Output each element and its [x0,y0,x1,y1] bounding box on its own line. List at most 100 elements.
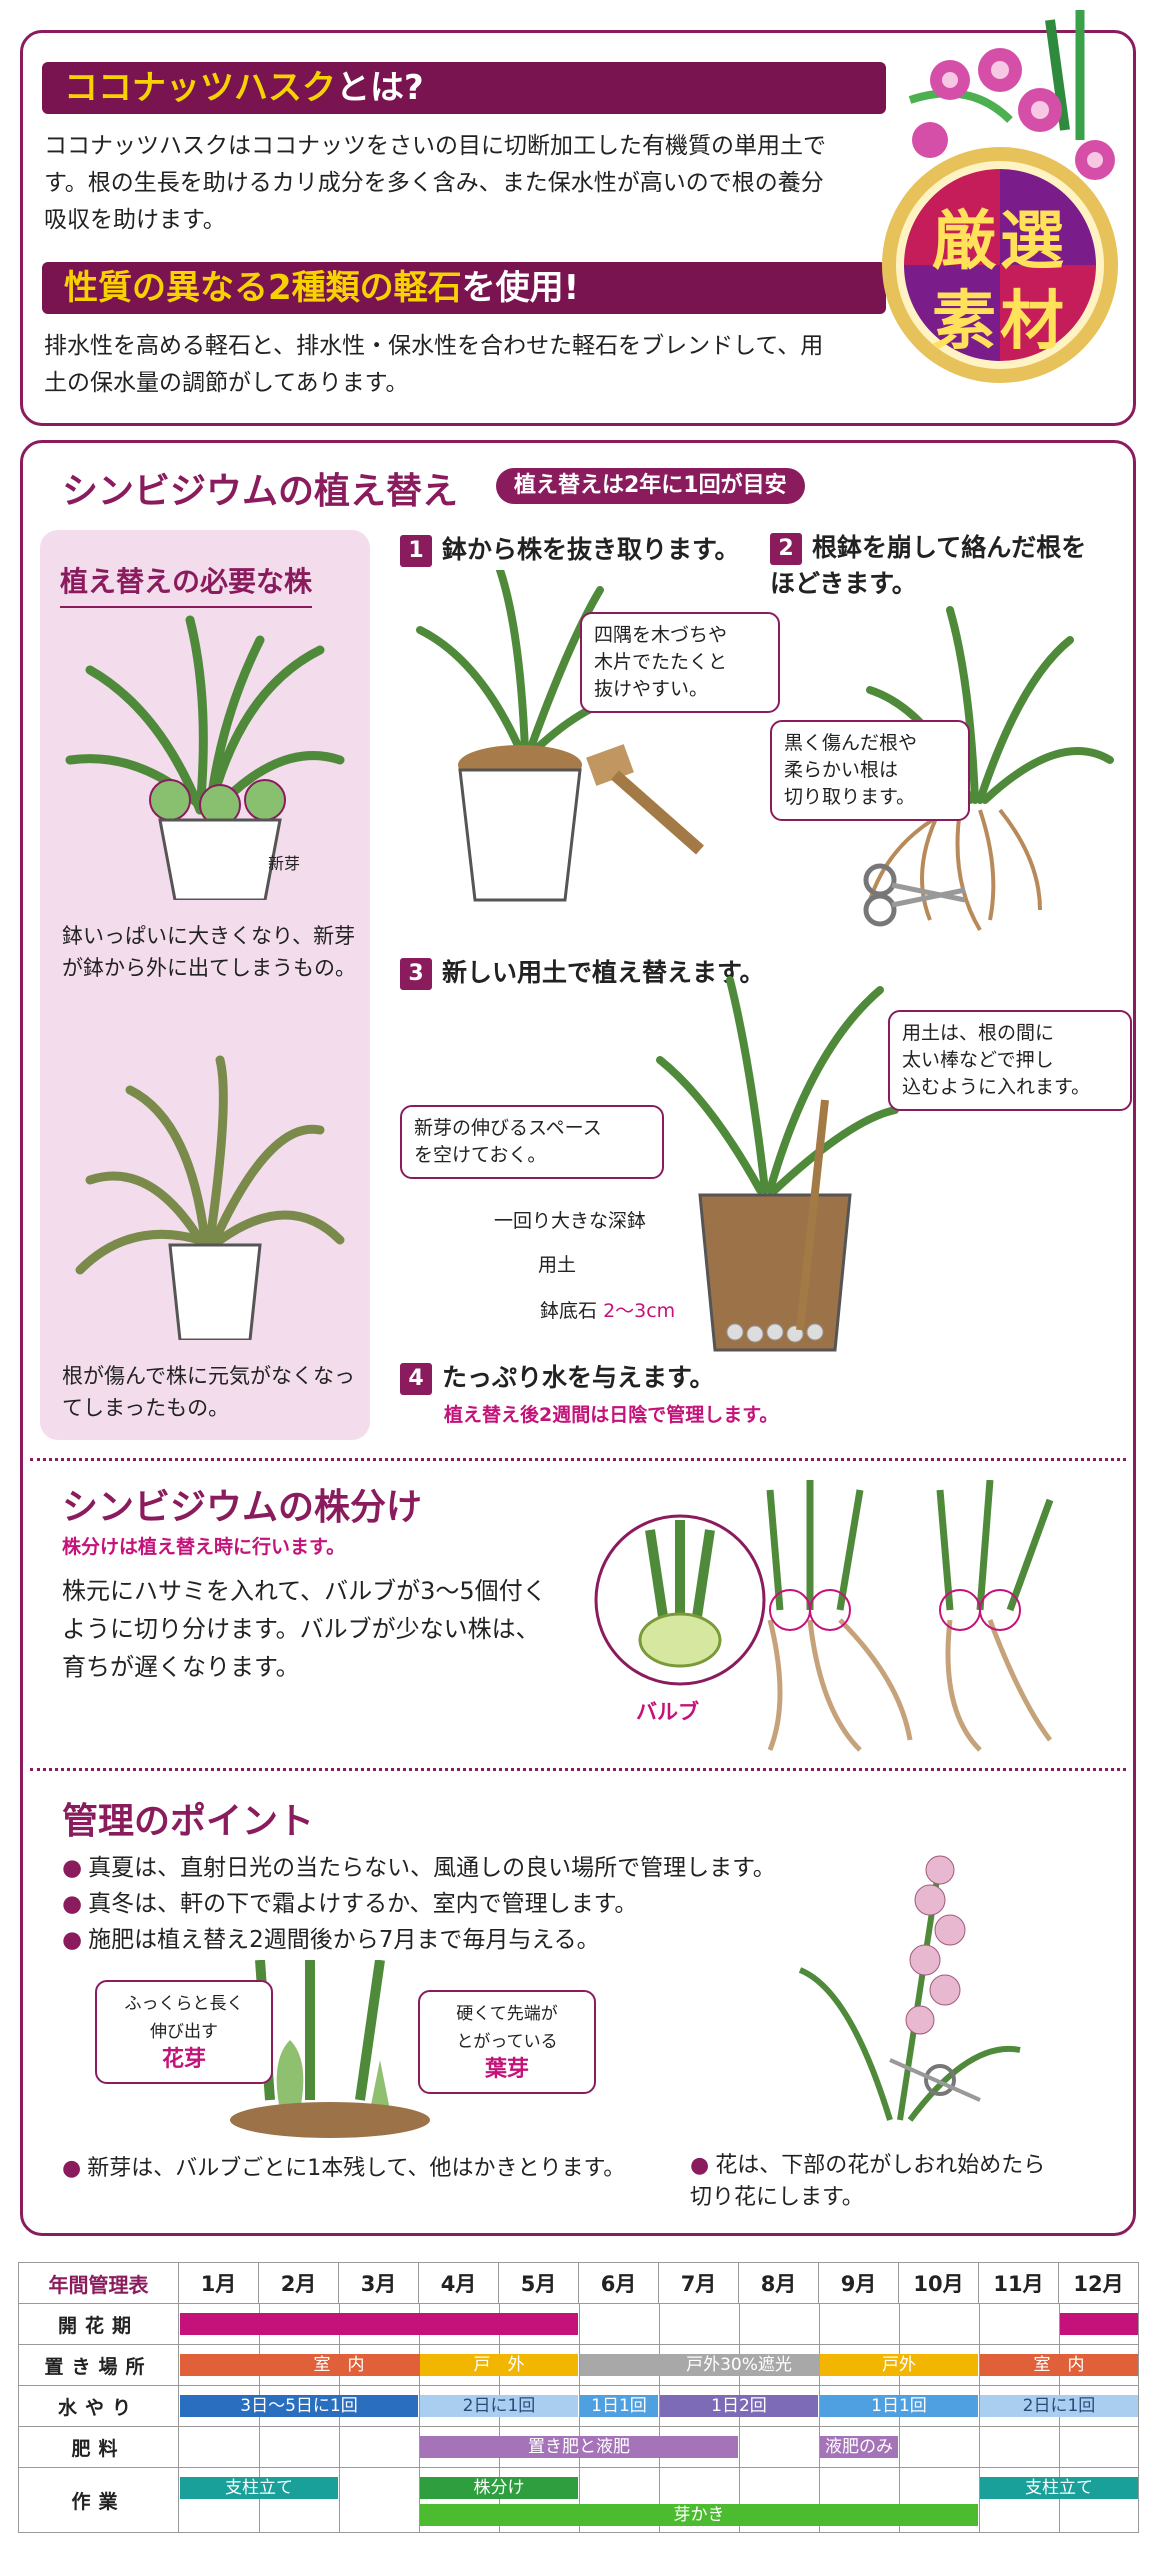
month-divider [819,2468,820,2532]
new-bud-label: 新芽 [268,854,301,873]
bulb-label: バルブ [636,1700,699,1724]
row-bars-work: 支柱立て株分け芽かき支柱立て [178,2467,1139,2533]
label-stone-depth: 2〜3cm [603,1300,676,1322]
orchid-badge-illustration [882,10,1118,383]
calendar-bar: 室 内 [180,2354,498,2376]
row-label-bloom: 開花期 [18,2303,179,2345]
side-text-1: 鉢いっぱいに大きくなり、新芽が鉢から外に出てしまうもの。 [62,924,356,980]
division-illustration [766,1480,1054,1752]
repot-title: シンビジウムの植え替え [62,471,459,512]
step-1-number: 1 [400,535,432,567]
month-1: 1月 [178,2262,259,2304]
flower-bud-callout: ふっくらと長く 伸び出す 花芽 [95,1980,273,2084]
month-5: 5月 [498,2262,579,2304]
step-3-text: 新しい用土で植え替えます。 [442,958,765,987]
step-4-text: たっぷり水を与えます。 [442,1363,715,1392]
label-soil: 用土 [538,1254,577,1276]
flower-bud-label: 花芽 [161,2047,206,2072]
row-label-location: 置き場所 [18,2344,179,2386]
row-label-work: 作業 [18,2467,179,2533]
calendar-bar: 芽かき [420,2504,978,2526]
intro-paragraph-2: 排水性を高める軽石と、排水性・保水性を合わせた軽石をブレンドして、用土の保水量の… [44,333,824,396]
divider-2 [30,1768,1126,1771]
flower-bud-desc: ふっくらと長く 伸び出す [124,1994,244,2042]
intro-paragraph-1: ココナッツハスクはココナッツをさいの目に切断加工した有機質の単用土です。根の生長… [44,133,826,233]
badge-text-2: 素材 [932,285,1068,359]
scissors-icon [863,863,966,927]
label-pot: 一回り大きな深鉢 [494,1210,647,1232]
calendar-bar: 1日1回 [820,2395,978,2417]
month-divider [979,2427,980,2467]
month-8: 8月 [738,2262,819,2304]
month-divider [899,2468,900,2532]
care-point-2: 真冬は、軒の下で霜よけするか、室内で管理します。 [62,1886,637,1923]
care-note-left: 新芽は、バルブごとに1本残して、他はかきとります。 [62,2150,625,2187]
buds-illustration [230,1960,430,2138]
month-divider [979,2345,980,2385]
intro-heading-1: ココナッツハスクとは? [42,62,886,114]
month-divider [739,2468,740,2532]
side-panel-title: 植え替えの必要な株 [60,560,313,608]
month-divider [339,2427,340,2467]
row-bars-location: 室 内戸 外戸外30%遮光戸外室 内 [178,2344,1139,2386]
month-divider [979,2304,980,2344]
month-divider [579,2304,580,2344]
month-divider [579,2386,580,2426]
calendar-bar: 支柱立て [980,2477,1138,2499]
calendar-bar: 室 内 [980,2354,1138,2376]
row-label-water: 水やり [18,2385,179,2427]
care-point-1: 真夏は、直射日光の当たらない、風通しの良い場所で管理します。 [62,1850,776,1887]
month-divider [739,2427,740,2467]
step-2-text: 根鉢を崩して絡んだ根を ほどきます。 [770,533,1087,598]
month-divider [419,2386,420,2426]
calendar-bar: 液肥のみ [820,2436,898,2458]
leaf-bud-callout: 硬くて先端が とがっている 葉芽 [418,1990,596,2094]
side-text-2: 根が傷んで株に元気がなくなってしまったもの。 [62,1364,355,1420]
step-3-illustration [656,976,899,1352]
bulb-illustration [594,1514,766,1686]
calendar-row-bloom: 開花期 [18,2303,1139,2345]
annual-calendar: 年間管理表 1月 2月 3月 4月 5月 6月 7月 8月 9月 10月 11月… [18,2262,1139,2533]
month-divider [419,2468,420,2532]
division-title: シンビジウムの株分け [62,1487,423,1528]
cut-flower-illustration [798,1855,1021,2122]
month-divider [979,2386,980,2426]
calendar-bar: 置き肥と液肥 [420,2436,738,2458]
calendar-header-row: 年間管理表 1月 2月 3月 4月 5月 6月 7月 8月 9月 10月 11月… [18,2262,1139,2304]
step-3-callout-left: 新芽の伸びるスペース を空けておく。 [400,1105,664,1179]
month-divider [739,2304,740,2344]
intro-heading-2: 性質の異なる2種類の軽石を使用! [42,262,886,314]
calendar-bar: 2日に1回 [420,2395,578,2417]
calendar-bar: 戸外30%遮光 [580,2354,898,2376]
leaf-bud-desc: 硬くて先端が とがっている [456,2004,558,2052]
calendar-row-work: 作業支柱立て株分け芽かき支柱立て [18,2467,1139,2533]
month-9: 9月 [818,2262,899,2304]
heading-2-highlight: 性質の異なる2種類の軽石 [64,268,462,308]
care-point-3: 施肥は植え替え2週間後から7月まで毎月与える。 [62,1922,600,1959]
month-divider [1059,2427,1060,2467]
month-10: 10月 [898,2262,979,2304]
step-3-number: 3 [400,958,432,990]
month-12: 12月 [1058,2262,1139,2304]
month-divider [259,2427,260,2467]
step-1-callout: 四隅を木づちや 木片でたたくと 抜けやすい。 [580,612,780,713]
plant-damaged-illustration [75,1055,345,1340]
month-divider [899,2304,900,2344]
care-note-right: 花は、下部の花がしおれ始めたら 切り花にします。 [690,2150,1110,2214]
month-divider [579,2468,580,2532]
repot-pill: 植え替えは2年に1回が目安 [496,468,805,504]
month-7: 7月 [658,2262,739,2304]
month-6: 6月 [578,2262,659,2304]
step-2-callout: 黒く傷んだ根や 柔らかい根は 切り取ります。 [770,720,970,821]
calendar-title: 年間管理表 [18,2262,179,2304]
calendar-bar: 3日〜5日に1回 [180,2395,418,2417]
month-divider [979,2468,980,2532]
month-divider [819,2304,820,2344]
calendar-row-location: 置き場所室 内戸 外戸外30%遮光戸外室 内 [18,2344,1139,2386]
month-divider [659,2386,660,2426]
month-divider [819,2386,820,2426]
month-3: 3月 [338,2262,419,2304]
